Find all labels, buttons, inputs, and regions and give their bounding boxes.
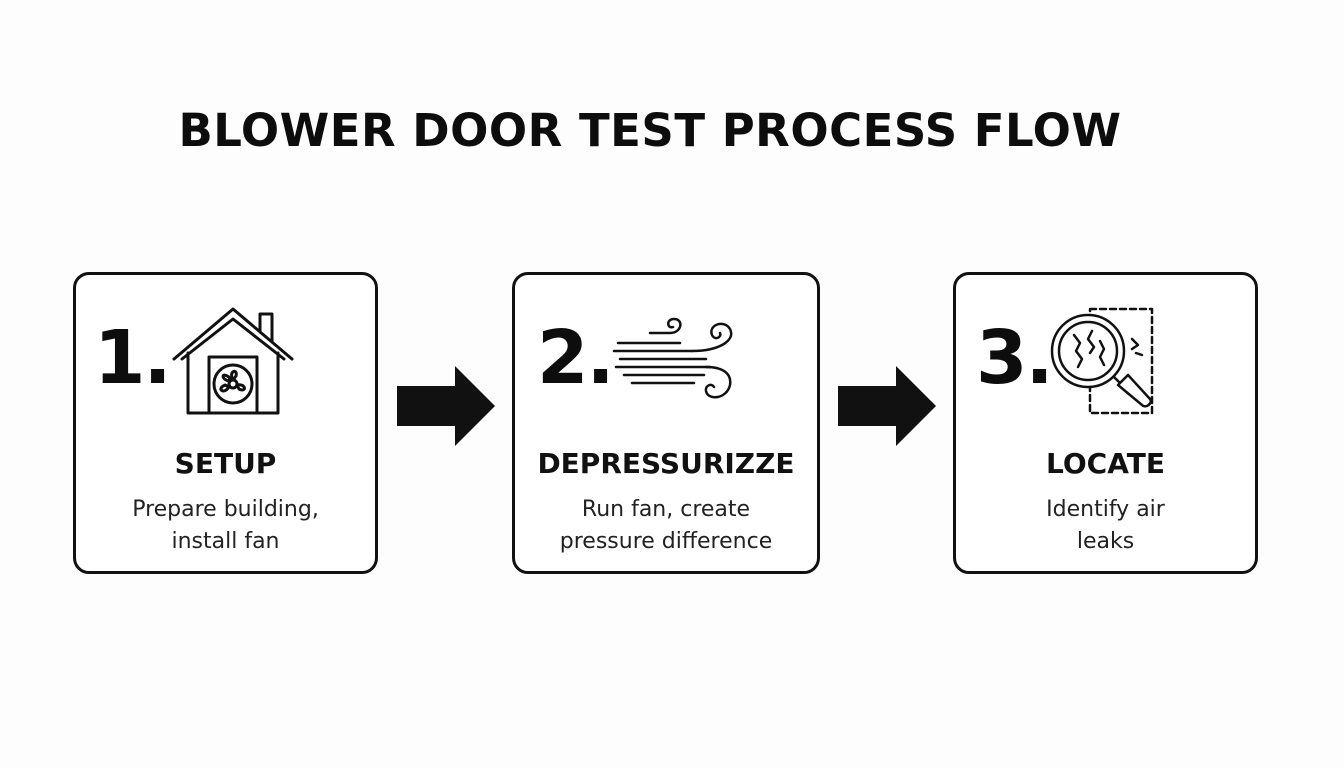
wind-icon — [610, 301, 740, 415]
step-description: Identify air leaks — [956, 494, 1255, 558]
diagram-title: BLOWER DOOR TEST PROCESS FLOW — [178, 104, 1122, 157]
step-description-line: Identify air — [1046, 497, 1165, 522]
step-heading: SETUP — [174, 447, 277, 480]
step-description: Prepare building, install fan — [76, 494, 375, 558]
right-arrow-icon — [838, 366, 936, 450]
step-description-line: Prepare building, — [132, 497, 319, 522]
step-heading: DEPRESSURIZZE — [537, 447, 795, 480]
step-description-line: Run fan, create — [581, 497, 751, 522]
step-card-depressurize: 2. DEPRESSURIZZE Run fan, create pressur… — [512, 272, 820, 574]
step-description: Run fan, create pressure difference — [515, 494, 817, 558]
step-description-line: install fan — [171, 529, 280, 554]
magnifier-leak-icon — [1046, 301, 1166, 425]
step-description-line: leaks — [1076, 529, 1135, 554]
step-description-line: pressure difference — [559, 529, 773, 554]
house-with-fan-icon — [168, 301, 298, 423]
step-number: 1. — [94, 315, 172, 401]
step-number: 3. — [976, 315, 1054, 401]
step-card-locate: 3. LOCATE Identify air — [953, 272, 1258, 574]
right-arrow-icon — [397, 366, 495, 450]
step-number: 2. — [537, 315, 615, 401]
step-card-setup: 1. SETUP Prepare building, — [73, 272, 378, 574]
step-heading: LOCATE — [1046, 447, 1165, 480]
